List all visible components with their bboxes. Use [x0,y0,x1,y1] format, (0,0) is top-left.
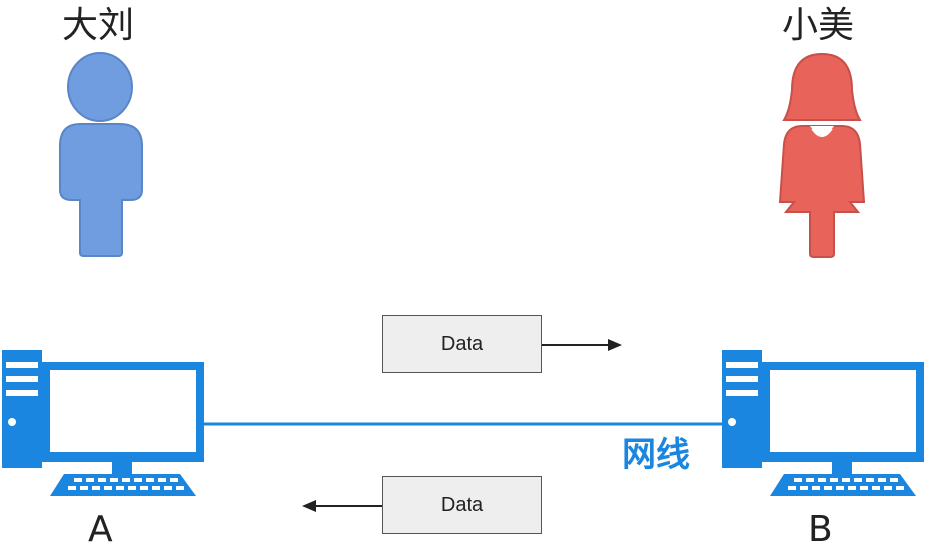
left-computer-icon [2,350,204,496]
data-packet-top: Data [382,315,542,373]
network-cable-line [204,422,722,426]
cable-label: 网线 [622,435,690,475]
right-person-name: 小美 [782,5,855,46]
left-person-name: 大刘 [62,5,135,46]
left-arrow-icon [302,500,382,512]
right-host-label: B [808,509,833,550]
data-packet-bottom: Data [382,476,542,534]
right-computer-icon [722,350,924,496]
female-person-icon [778,52,866,258]
left-host-label: A [88,509,113,550]
right-arrow-icon [542,339,622,351]
male-person-icon [59,52,143,257]
